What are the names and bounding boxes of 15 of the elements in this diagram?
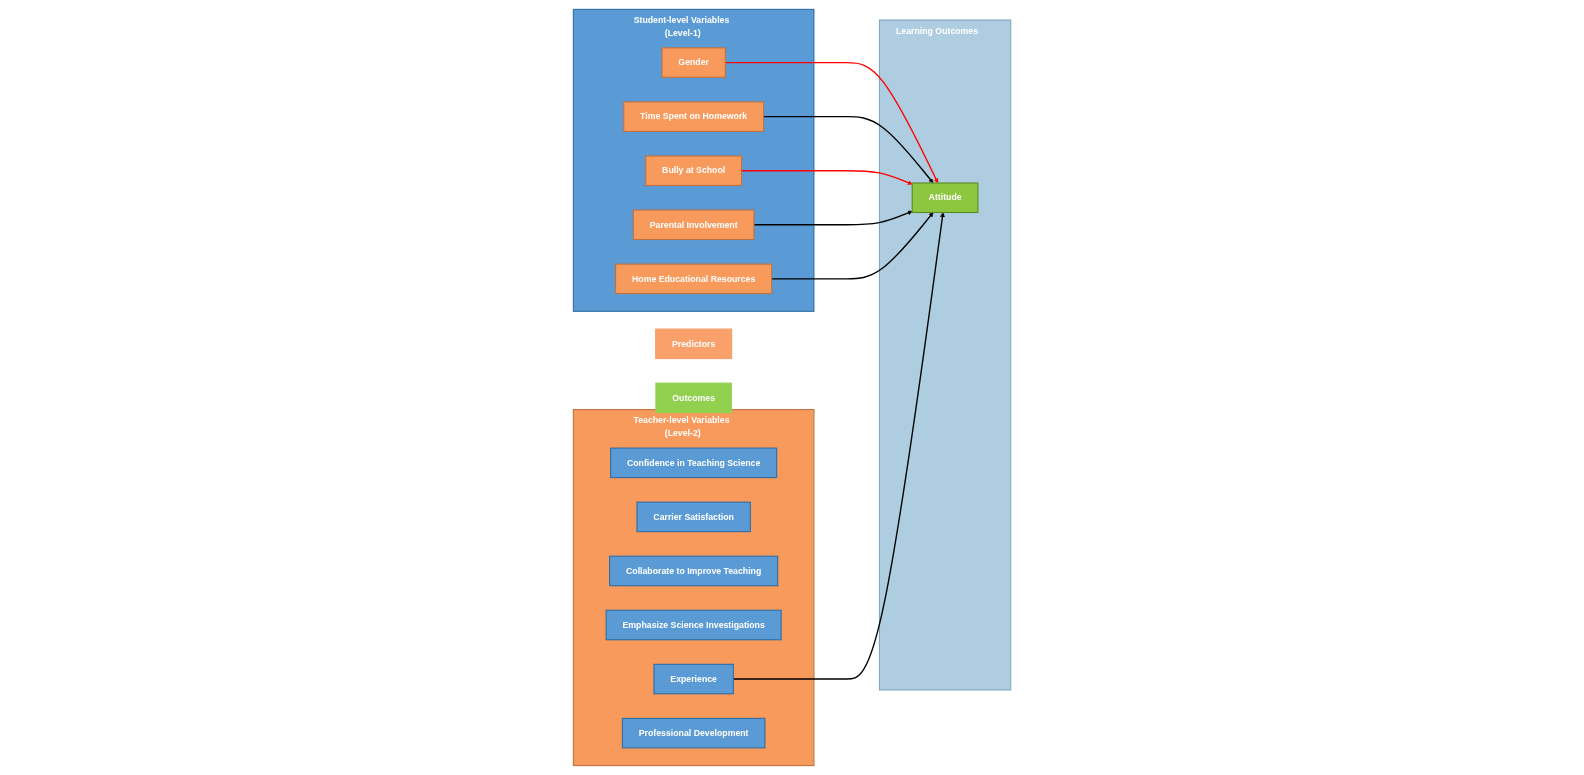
node-box: Emphasize Science Investigations bbox=[605, 609, 782, 641]
node-box: Time Spent on Homework bbox=[623, 101, 765, 132]
arrow bbox=[753, 210, 913, 226]
node-box: Parental Involvement bbox=[632, 209, 755, 241]
node-box: Collaborate to Improve Teaching bbox=[609, 555, 779, 587]
node-box: Experience bbox=[653, 663, 734, 695]
node-box: Bully at School bbox=[645, 155, 743, 186]
node-box: Professional Development bbox=[621, 717, 766, 749]
node-box: Outcomes bbox=[655, 382, 732, 414]
node-box: Gender bbox=[661, 47, 726, 78]
node-box: Predictors bbox=[655, 328, 733, 360]
node-box: Home Educational Resources bbox=[615, 263, 773, 295]
node-box: Carrier Satisfaction bbox=[636, 501, 751, 533]
node-box: Attitude bbox=[911, 182, 979, 214]
node-box: Confidence in Teaching Science bbox=[610, 447, 778, 479]
